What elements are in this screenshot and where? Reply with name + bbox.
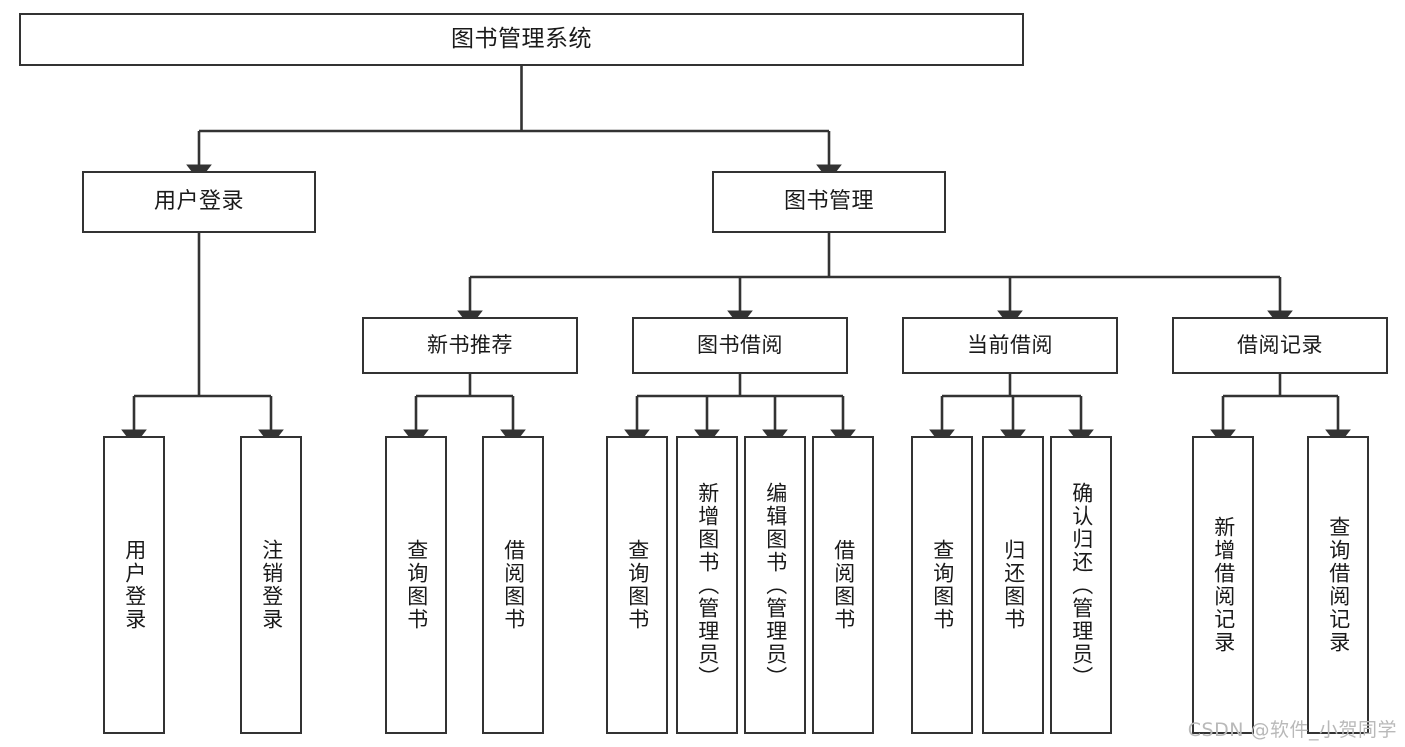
node-label: 图书管理系统: [451, 25, 592, 52]
node-label: 新增借阅记录: [1211, 516, 1236, 654]
node-leaf-8[interactable]: 借阅图书: [812, 436, 874, 734]
node-label: 查询图书: [404, 539, 429, 631]
node-root[interactable]: 图书管理系统: [19, 13, 1024, 66]
node-l2-record[interactable]: 借阅记录: [1172, 317, 1388, 374]
node-leaf-11[interactable]: 确认归还（管理员）: [1050, 436, 1112, 734]
node-leaf-5[interactable]: 查询图书: [606, 436, 668, 734]
node-label: 借阅图书: [501, 539, 526, 631]
node-label: 归还图书: [1001, 539, 1026, 631]
node-l1-login[interactable]: 用户登录: [82, 171, 316, 233]
node-label: 确认归还（管理员）: [1069, 481, 1094, 689]
node-label: 借阅图书: [831, 539, 856, 631]
node-leaf-6[interactable]: 新增图书（管理员）: [676, 436, 738, 734]
node-leaf-1[interactable]: 用户登录: [103, 436, 165, 734]
node-leaf-4[interactable]: 借阅图书: [482, 436, 544, 734]
node-leaf-13[interactable]: 查询借阅记录: [1307, 436, 1369, 734]
node-label: 编辑图书（管理员）: [763, 481, 788, 689]
node-label: 当前借阅: [967, 332, 1053, 357]
node-label: 用户登录: [153, 188, 244, 214]
node-l2-current[interactable]: 当前借阅: [902, 317, 1118, 374]
node-label: 查询图书: [625, 539, 650, 631]
node-leaf-2[interactable]: 注销登录: [240, 436, 302, 734]
node-leaf-9[interactable]: 查询图书: [911, 436, 973, 734]
node-label: 新书推荐: [427, 332, 513, 357]
node-leaf-10[interactable]: 归还图书: [982, 436, 1044, 734]
node-label: 新增图书（管理员）: [695, 481, 720, 689]
node-leaf-7[interactable]: 编辑图书（管理员）: [744, 436, 806, 734]
node-label: 图书管理: [783, 188, 874, 214]
node-l2-newbook[interactable]: 新书推荐: [362, 317, 578, 374]
node-l1-manage[interactable]: 图书管理: [712, 171, 946, 233]
node-label: 用户登录: [122, 539, 147, 631]
node-label: 查询图书: [930, 539, 955, 631]
node-leaf-12[interactable]: 新增借阅记录: [1192, 436, 1254, 734]
node-label: 图书借阅: [697, 332, 783, 357]
watermark: CSDN @软件_小贺同学: [1187, 719, 1397, 741]
node-leaf-3[interactable]: 查询图书: [385, 436, 447, 734]
node-l2-borrow[interactable]: 图书借阅: [632, 317, 848, 374]
node-label: 借阅记录: [1237, 332, 1323, 357]
node-label: 查询借阅记录: [1326, 516, 1351, 654]
node-label: 注销登录: [259, 539, 284, 631]
